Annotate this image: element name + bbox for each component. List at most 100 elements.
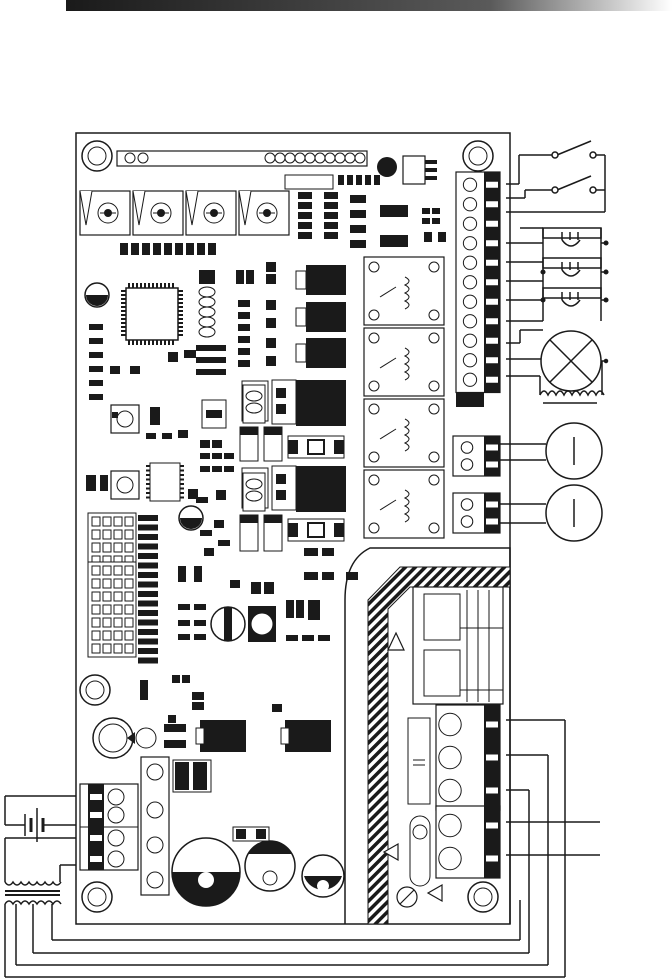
smd-part — [238, 360, 250, 367]
jumper-pin — [114, 530, 122, 539]
smd-part — [182, 675, 190, 683]
terminal-screw — [463, 217, 476, 230]
terminal-screw — [461, 516, 473, 528]
relay-icon — [364, 328, 444, 396]
jumper-pin — [103, 618, 111, 627]
jumper-pin — [125, 618, 133, 627]
smd-part — [470, 393, 484, 407]
capacitor-icon — [211, 607, 245, 641]
smd-part — [264, 582, 274, 594]
smd-part — [216, 490, 226, 500]
smd-part — [422, 218, 430, 224]
smd-part — [89, 394, 103, 400]
smd-part — [178, 430, 188, 438]
jumper-pin — [114, 517, 122, 526]
terminal-block-mains — [436, 806, 500, 878]
wire-junction — [604, 298, 608, 302]
smd-part — [246, 270, 254, 284]
header-pin — [335, 153, 345, 163]
smd-part — [238, 324, 250, 331]
smd-part — [162, 433, 172, 439]
photocell-icon — [543, 258, 601, 276]
smd-part — [110, 366, 120, 374]
mains-input-leads — [506, 822, 600, 855]
smd-part — [194, 566, 202, 582]
jumper-pin — [103, 592, 111, 601]
smd-part — [266, 262, 276, 272]
terminal-screw — [461, 499, 473, 511]
smd-part — [230, 580, 240, 588]
smd-part — [206, 357, 216, 363]
jumper-pin — [92, 605, 100, 614]
smd-part — [347, 175, 353, 185]
smd-part — [89, 324, 103, 330]
smd-part — [194, 634, 206, 640]
smd-part — [350, 240, 366, 248]
smd-part — [100, 475, 108, 491]
smd-part — [324, 222, 338, 229]
electrolytic-capacitor — [172, 838, 240, 906]
smd-part — [178, 566, 186, 582]
smd-part — [130, 366, 140, 374]
smd-part — [298, 222, 312, 229]
jumper-pin — [125, 644, 133, 653]
relay-icon — [364, 470, 444, 538]
smd-part — [131, 243, 139, 255]
smd-part — [192, 702, 204, 710]
terminal-screw — [461, 459, 473, 471]
smd-part — [324, 232, 338, 239]
jumper-pin — [114, 592, 122, 601]
jumper-pin — [103, 579, 111, 588]
terminal-screw — [463, 237, 476, 250]
mounting-hole-icon — [82, 141, 112, 171]
smd-part — [200, 530, 212, 536]
mounting-hole-icon — [468, 882, 498, 912]
mounting-hole-icon — [82, 882, 112, 912]
smd-part — [153, 243, 161, 255]
smd-part — [304, 572, 318, 580]
smd-part — [304, 548, 318, 556]
smd-part — [196, 369, 206, 375]
smd-part — [204, 548, 214, 556]
smd-part — [302, 635, 314, 641]
terminal-screw — [108, 830, 124, 846]
jumper-pin — [125, 631, 133, 640]
terminal-screw — [463, 334, 476, 347]
smd-part — [324, 202, 338, 209]
smd-part — [89, 352, 103, 358]
smd-part — [272, 704, 282, 712]
smd-part — [168, 352, 178, 362]
relay-icon — [364, 257, 444, 325]
motor-icon — [500, 485, 602, 541]
jumper-pin — [103, 566, 111, 575]
photocell-icon — [543, 288, 601, 306]
smd-part — [196, 497, 208, 503]
smd-part — [432, 218, 440, 224]
mounting-hole-icon — [463, 141, 493, 171]
wire-junction — [604, 241, 608, 245]
smd-part — [146, 433, 156, 439]
terminal-screw — [463, 198, 476, 211]
smd-part — [322, 572, 334, 580]
smd-part — [192, 692, 204, 700]
terminal-screw — [439, 713, 461, 735]
jumper-block — [88, 513, 136, 569]
header-pin — [345, 153, 355, 163]
switch-icon — [506, 176, 605, 212]
smd-part — [324, 192, 338, 199]
smd-part — [178, 604, 190, 610]
smd-part — [194, 604, 206, 610]
jumper-pin — [92, 631, 100, 640]
push-button — [111, 405, 139, 433]
trimmer-potentiometer — [186, 191, 236, 235]
terminal-block-motor1 — [453, 436, 500, 476]
jumper-pin — [92, 592, 100, 601]
smd-part — [298, 232, 312, 239]
trimmer-potentiometer — [133, 191, 183, 235]
capacitor-icon — [179, 506, 203, 530]
smd-part — [164, 740, 186, 748]
smd-part — [374, 175, 380, 185]
pcb-board — [76, 133, 510, 924]
smd-part — [194, 620, 206, 626]
header-pin — [355, 153, 365, 163]
